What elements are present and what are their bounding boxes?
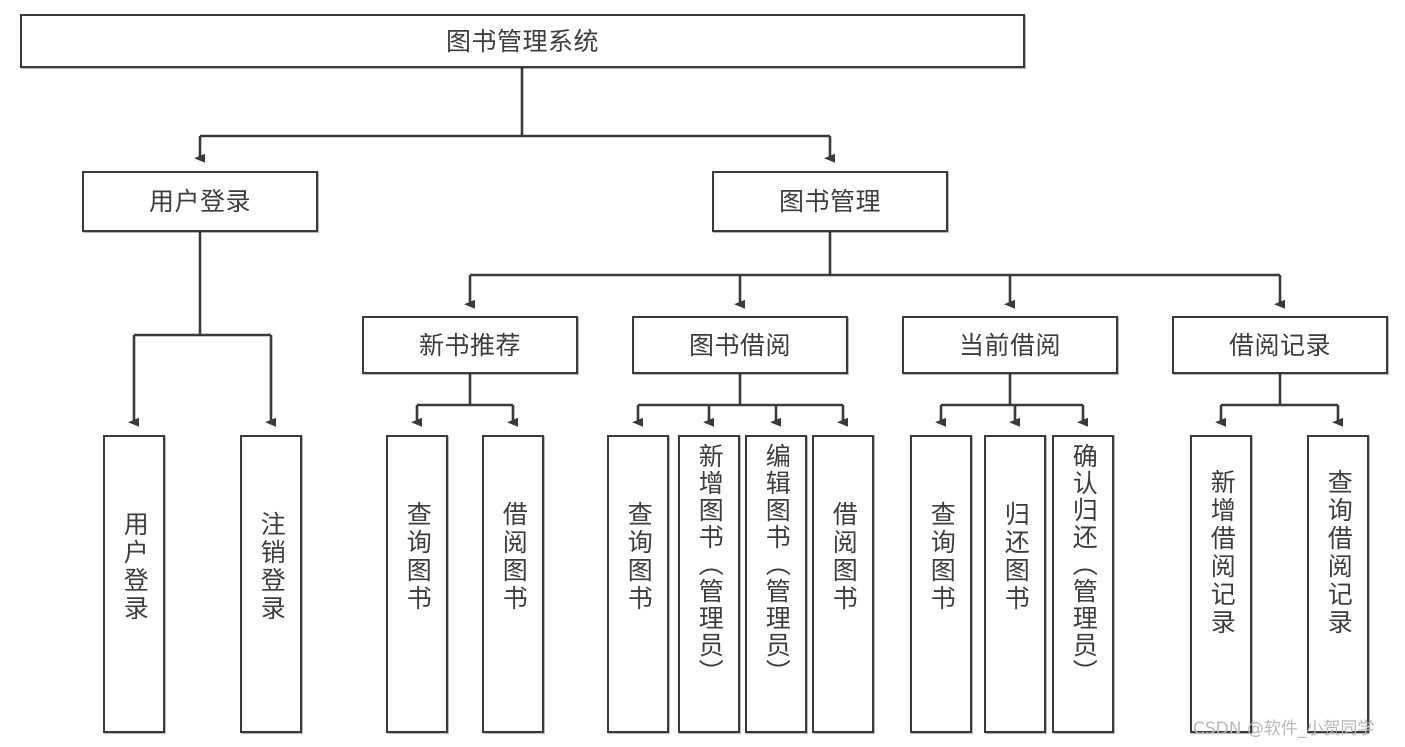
node-leaf-query-book-cur-label: 查询图书 xyxy=(927,501,957,613)
node-leaf-query-book-rec[interactable]: 查询图书 xyxy=(386,435,448,733)
node-leaf-borrow-book-rec[interactable]: 借阅图书 xyxy=(482,435,544,733)
node-current-borrow[interactable]: 当前借阅 xyxy=(902,316,1118,374)
node-leaf-edit-book-label: 编辑图书（管理员） xyxy=(762,443,792,686)
node-leaf-user-login-label: 用户登录 xyxy=(120,511,150,623)
node-root-label: 图书管理系统 xyxy=(445,26,599,56)
node-leaf-user-login[interactable]: 用户登录 xyxy=(103,435,165,733)
node-leaf-query-book-rec-label: 查询图书 xyxy=(403,501,433,613)
node-borrow-record-label: 借阅记录 xyxy=(1228,330,1331,360)
node-new-book-rec[interactable]: 新书推荐 xyxy=(362,316,578,374)
node-leaf-add-record-label: 新增借阅记录 xyxy=(1207,469,1237,637)
node-new-book-rec-label: 新书推荐 xyxy=(418,330,521,360)
node-leaf-borrow-book-label: 借阅图书 xyxy=(829,501,859,613)
node-book-manage[interactable]: 图书管理 xyxy=(712,171,948,232)
node-leaf-query-record-label: 查询借阅记录 xyxy=(1324,469,1354,637)
node-leaf-confirm-return[interactable]: 确认归还（管理员） xyxy=(1052,435,1114,733)
node-leaf-borrow-book[interactable]: 借阅图书 xyxy=(812,435,874,733)
node-leaf-add-book[interactable]: 新增图书（管理员） xyxy=(678,435,740,733)
node-leaf-confirm-return-label: 确认归还（管理员） xyxy=(1069,443,1099,686)
node-borrow-record[interactable]: 借阅记录 xyxy=(1172,316,1388,374)
node-leaf-edit-book[interactable]: 编辑图书（管理员） xyxy=(745,435,807,733)
node-leaf-query-book-cur[interactable]: 查询图书 xyxy=(910,435,972,733)
node-user-login[interactable]: 用户登录 xyxy=(82,171,318,232)
node-book-manage-label: 图书管理 xyxy=(778,187,881,216)
node-leaf-user-logout[interactable]: 注销登录 xyxy=(240,435,302,733)
node-book-borrow[interactable]: 图书借阅 xyxy=(632,316,848,374)
node-leaf-query-book-borrow-label: 查询图书 xyxy=(624,501,654,613)
node-user-login-label: 用户登录 xyxy=(148,187,251,216)
node-leaf-add-book-label: 新增图书（管理员） xyxy=(695,443,725,686)
node-leaf-add-record[interactable]: 新增借阅记录 xyxy=(1190,435,1252,733)
node-leaf-borrow-book-rec-label: 借阅图书 xyxy=(499,501,529,613)
node-leaf-return-book-label: 归还图书 xyxy=(1001,501,1031,613)
node-current-borrow-label: 当前借阅 xyxy=(958,330,1061,360)
node-book-borrow-label: 图书借阅 xyxy=(688,330,791,360)
node-leaf-user-logout-label: 注销登录 xyxy=(257,511,287,623)
node-leaf-query-record[interactable]: 查询借阅记录 xyxy=(1307,435,1369,733)
node-leaf-return-book[interactable]: 归还图书 xyxy=(984,435,1046,733)
watermark-text: CSDN @软件_小贺同学 xyxy=(1193,719,1375,739)
node-leaf-query-book-borrow[interactable]: 查询图书 xyxy=(607,435,669,733)
node-root[interactable]: 图书管理系统 xyxy=(20,14,1025,68)
